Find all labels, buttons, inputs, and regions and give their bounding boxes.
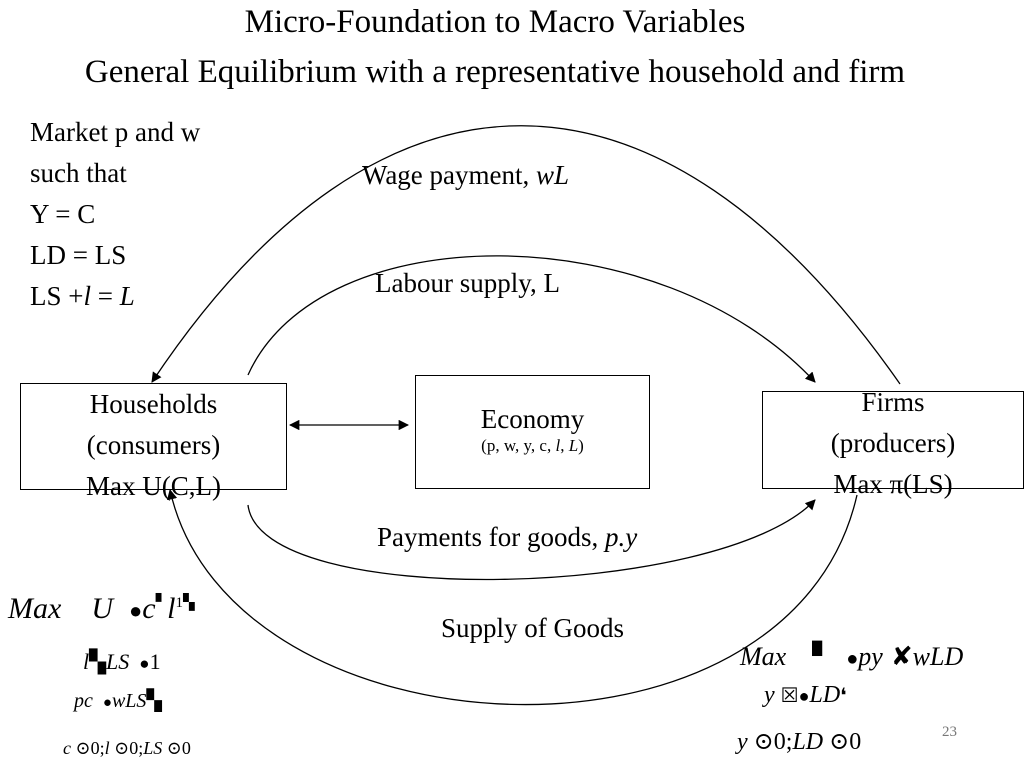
- households-title: Households: [89, 389, 218, 419]
- household-nonneg-labour-rhs: 0: [181, 738, 191, 758]
- firm-objective: Max▘●py✘wLD: [740, 642, 964, 671]
- firms-subtitle: (producers): [830, 428, 956, 458]
- market-conditions: Market p and w such that Y = C LD = LS L…: [30, 112, 200, 317]
- households-objective: Max U(C,L): [86, 471, 221, 501]
- households-subtitle: (consumers): [86, 430, 221, 460]
- firm-objective-revenue: py: [858, 642, 883, 671]
- economy-vars-total: L: [568, 436, 579, 455]
- goods-payment-var: p.y: [604, 522, 638, 552]
- economy-title: Economy: [480, 404, 585, 434]
- economy-vars-prefix: (p, w, y, c,: [481, 436, 556, 455]
- slide-subtitle: General Equilibrium with a representativ…: [84, 54, 906, 90]
- household-nonneg-leisure: l: [104, 738, 110, 758]
- market-conditions-line-4: LD = LS: [30, 240, 127, 270]
- goods-payment-arrow: [247, 499, 816, 581]
- household-max-operator: Max: [8, 592, 62, 625]
- time-constraint-leisure: l: [83, 281, 92, 311]
- wage-payment-text: Wage payment,: [362, 160, 537, 190]
- household-objective-exponent: 1: [175, 595, 184, 611]
- household-time-leisure: l: [83, 649, 90, 674]
- economy-vars-suffix: ): [578, 436, 584, 455]
- firm-nonneg-output: y: [737, 729, 748, 755]
- household-budget-income: wLS: [111, 690, 147, 712]
- firm-nonneg-output-rhs: 0;: [773, 729, 793, 755]
- firm-nonneg-labour: LD: [792, 729, 824, 755]
- household-nonneg-consumption: c: [63, 738, 71, 758]
- economy-variables: (p, w, y, c, l, L): [416, 436, 649, 456]
- household-utility-symbol: U: [91, 592, 113, 625]
- time-constraint-equals: =: [91, 281, 120, 311]
- goods-payment-text: Payments for goods,: [377, 522, 605, 552]
- wage-payment-label: Wage payment, wL: [362, 160, 569, 191]
- household-nonneg-consumption-rhs: 0;: [90, 738, 105, 758]
- wage-payment-arrow: [151, 125, 901, 385]
- household-objective-leisure: l: [167, 592, 176, 625]
- market-conditions-line-3: Y = C: [30, 199, 96, 229]
- household-objective-consumption: c: [142, 592, 156, 625]
- household-nonnegativity: c ⊙0;l ⊙0;LS ⊙0: [63, 738, 191, 758]
- slide-number: 23: [942, 724, 957, 740]
- slide-title: Micro-Foundation to Macro Variables: [244, 4, 746, 40]
- goods-payment-label: Payments for goods, p.y: [377, 522, 637, 553]
- households-box: Households (consumers) Max U(C,L): [20, 383, 287, 501]
- firm-max-operator: Max: [740, 642, 787, 671]
- firm-constraint-output: y: [764, 682, 775, 708]
- economy-vars-leisure: l: [555, 436, 561, 455]
- household-objective-equals: ●: [128, 598, 143, 623]
- wage-payment-var: wL: [536, 160, 570, 190]
- household-nonneg-leisure-rhs: 0;: [129, 738, 144, 758]
- household-time-constraint: l▚LS●1: [83, 649, 161, 674]
- household-nonneg-labour: LS: [143, 738, 163, 758]
- firm-production-constraint: y☒●LD❛: [764, 682, 847, 708]
- labour-supply-arrow: [247, 255, 816, 383]
- household-time-labour: LS: [106, 649, 130, 674]
- labour-supply-label: Labour supply, L: [375, 268, 560, 298]
- firms-objective: Max π(LS): [833, 469, 953, 499]
- market-conditions-line-5: LS +l = L: [30, 276, 200, 317]
- time-constraint-total: L: [119, 281, 135, 311]
- firm-objective-cost: wLD: [912, 642, 964, 671]
- firms-box: Firms (producers) Max π(LS): [762, 387, 1024, 499]
- economy-box: Economy (p, w, y, c, l, L): [415, 375, 650, 489]
- household-time-total: 1: [149, 649, 161, 674]
- firm-constraint-labour: LD: [809, 682, 841, 708]
- firms-title: Firms: [861, 387, 925, 417]
- goods-supply-label: Supply of Goods: [441, 613, 625, 643]
- household-budget-constraint: pc●wLS▚: [74, 690, 162, 712]
- time-constraint-prefix: LS +: [30, 281, 84, 311]
- goods-supply-arrow: [166, 488, 858, 706]
- firm-nonneg-labour-rhs: 0: [849, 729, 862, 755]
- household-budget-spending: pc: [74, 690, 93, 712]
- economy-vars-sep: ,: [560, 436, 569, 455]
- firm-nonnegativity: y ⊙0;LD ⊙0: [737, 729, 862, 755]
- market-conditions-line-2: such that: [30, 158, 127, 188]
- market-conditions-line-1: Market p and w: [30, 117, 201, 147]
